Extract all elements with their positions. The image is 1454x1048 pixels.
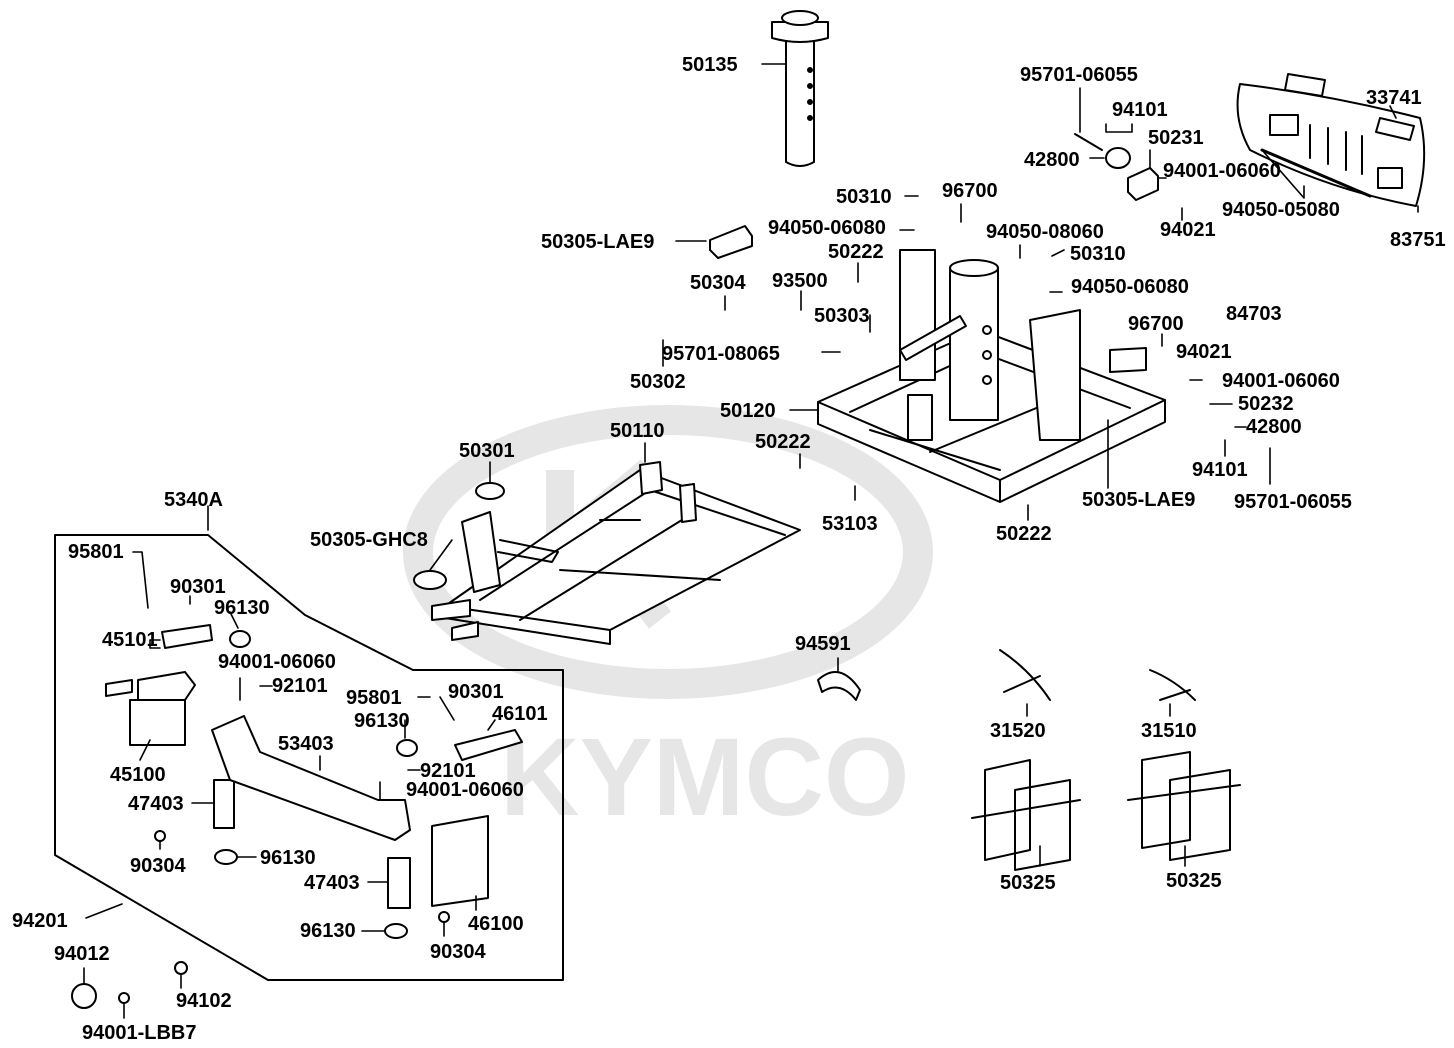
part-label-45101: 45101 [102, 629, 158, 651]
part-label-50120: 50120 [720, 400, 776, 422]
left-knuckle-bracket-part [105, 624, 213, 746]
rear-frame-part [817, 249, 1166, 503]
part-label-50135: 50135 [682, 54, 738, 76]
part-label-94050-06080-right: 94050-06080 [1071, 276, 1189, 298]
part-label-94050-06080: 94050-06080 [768, 217, 886, 239]
part-label-95701-08065: 95701-08065 [662, 343, 780, 365]
part-label-95801: 95801 [68, 541, 124, 563]
part-label-33741: 33741 [1366, 87, 1422, 109]
part-label-47403: 47403 [128, 793, 184, 815]
part-label-90304: 90304 [130, 855, 186, 877]
clamp-part [817, 671, 861, 701]
front-bracket-part [1074, 133, 1159, 201]
part-label-46101: 46101 [492, 703, 548, 725]
part-label-94102: 94102 [176, 990, 232, 1012]
part-label-50325-right: 50325 [1166, 870, 1222, 892]
bushing-ring-part [475, 482, 505, 500]
part-label-94001-06060-mid: 94001-06060 [406, 779, 524, 801]
part-label-94001-06060-left: 94001-06060 [218, 651, 336, 673]
part-label-50305-GHC8: 50305-GHC8 [310, 529, 428, 551]
part-label-83751: 83751 [1390, 229, 1446, 251]
right-knuckle-bracket-part [431, 815, 489, 907]
watermark-text: KYMCO [500, 716, 909, 839]
part-label-50305-LAE9: 50305-LAE9 [541, 231, 655, 253]
front-frame-part [431, 461, 801, 645]
part-label-90304-right: 90304 [430, 941, 486, 963]
spacer-part [213, 779, 411, 909]
part-label-94001-LBB7: 94001-LBB7 [82, 1022, 197, 1044]
part-label-47403-right: 47403 [304, 872, 360, 894]
part-label-50231: 50231 [1148, 127, 1204, 149]
right-plate-part [454, 729, 523, 761]
part-label-96130-low: 96130 [260, 847, 316, 869]
part-label-42800-right: 42800 [1246, 416, 1302, 438]
upper-bracket-part [709, 225, 753, 259]
steering-tube-part [771, 10, 829, 167]
part-label-96130: 96130 [214, 597, 270, 619]
part-label-92101: 92101 [272, 675, 328, 697]
part-label-50222-low: 50222 [996, 523, 1052, 545]
washer-part [71, 630, 450, 1009]
part-label-93500: 93500 [772, 270, 828, 292]
part-label-94201: 94201 [12, 910, 68, 932]
part-label-94591: 94591 [795, 633, 851, 655]
part-label-50110: 50110 [610, 420, 665, 442]
part-label-94021: 94021 [1160, 219, 1216, 241]
part-label-53403: 53403 [278, 733, 334, 755]
part-label-50301: 50301 [459, 440, 515, 462]
part-label-94101: 94101 [1112, 99, 1168, 121]
part-label-94001-06060: 94001-06060 [1163, 160, 1281, 182]
part-label-46100: 46100 [468, 913, 524, 935]
part-label-50305-LAE9-right: 50305-LAE9 [1082, 489, 1196, 511]
part-label-94050-05080: 94050-05080 [1222, 199, 1340, 221]
part-label-94021-right: 94021 [1176, 341, 1232, 363]
part-label-94001-06060-right: 94001-06060 [1222, 370, 1340, 392]
part-label-95701-06055: 95701-06055 [1020, 64, 1138, 86]
bushing-ring-lower-part [413, 570, 447, 590]
part-label-42800: 42800 [1024, 149, 1080, 171]
part-label-90301: 90301 [170, 576, 226, 598]
part-label-31520: 31520 [990, 720, 1046, 742]
part-label-96700: 96700 [942, 180, 998, 202]
part-label-50304: 50304 [690, 272, 746, 294]
leader-lines [83, 63, 1419, 1019]
part-label-50222: 50222 [828, 241, 884, 263]
part-label-45100: 45100 [110, 764, 166, 786]
part-label-95701-06055-right: 95701-06055 [1234, 491, 1352, 513]
cage-assembly-left-part [971, 649, 1081, 871]
part-label-50325-left: 50325 [1000, 872, 1056, 894]
kymco-watermark: KYMCO [403, 405, 933, 839]
part-label-50310-right: 50310 [1070, 243, 1126, 265]
swing-arm-part [211, 715, 411, 841]
part-label-50302: 50302 [630, 371, 686, 393]
part-label-96130-mid: 96130 [354, 710, 410, 732]
part-label-50303: 50303 [814, 305, 870, 327]
part-label-94050-08060: 94050-08060 [986, 221, 1104, 243]
part-label-50310: 50310 [836, 186, 892, 208]
part-label-31510: 31510 [1141, 720, 1197, 742]
group-box-5340A [54, 534, 564, 981]
part-label-92101-right: 92101 [420, 760, 476, 782]
bumper-plate-part [1236, 73, 1426, 207]
part-label-94101-right: 94101 [1192, 459, 1248, 481]
part-label-94012: 94012 [54, 943, 110, 965]
part-label-90301-right: 90301 [448, 681, 504, 703]
part-label-96700-right: 96700 [1128, 313, 1184, 335]
cage-assembly-right-part [1127, 669, 1241, 861]
part-label-50232: 50232 [1238, 393, 1294, 415]
group-label-5340A: 5340A [164, 489, 223, 511]
part-label-96130-bottom: 96130 [300, 920, 356, 942]
part-label-53103: 53103 [822, 513, 878, 535]
part-label-95801-right: 95801 [346, 687, 402, 709]
part-label-50222-mid: 50222 [755, 431, 811, 453]
part-label-84703: 84703 [1226, 303, 1282, 325]
